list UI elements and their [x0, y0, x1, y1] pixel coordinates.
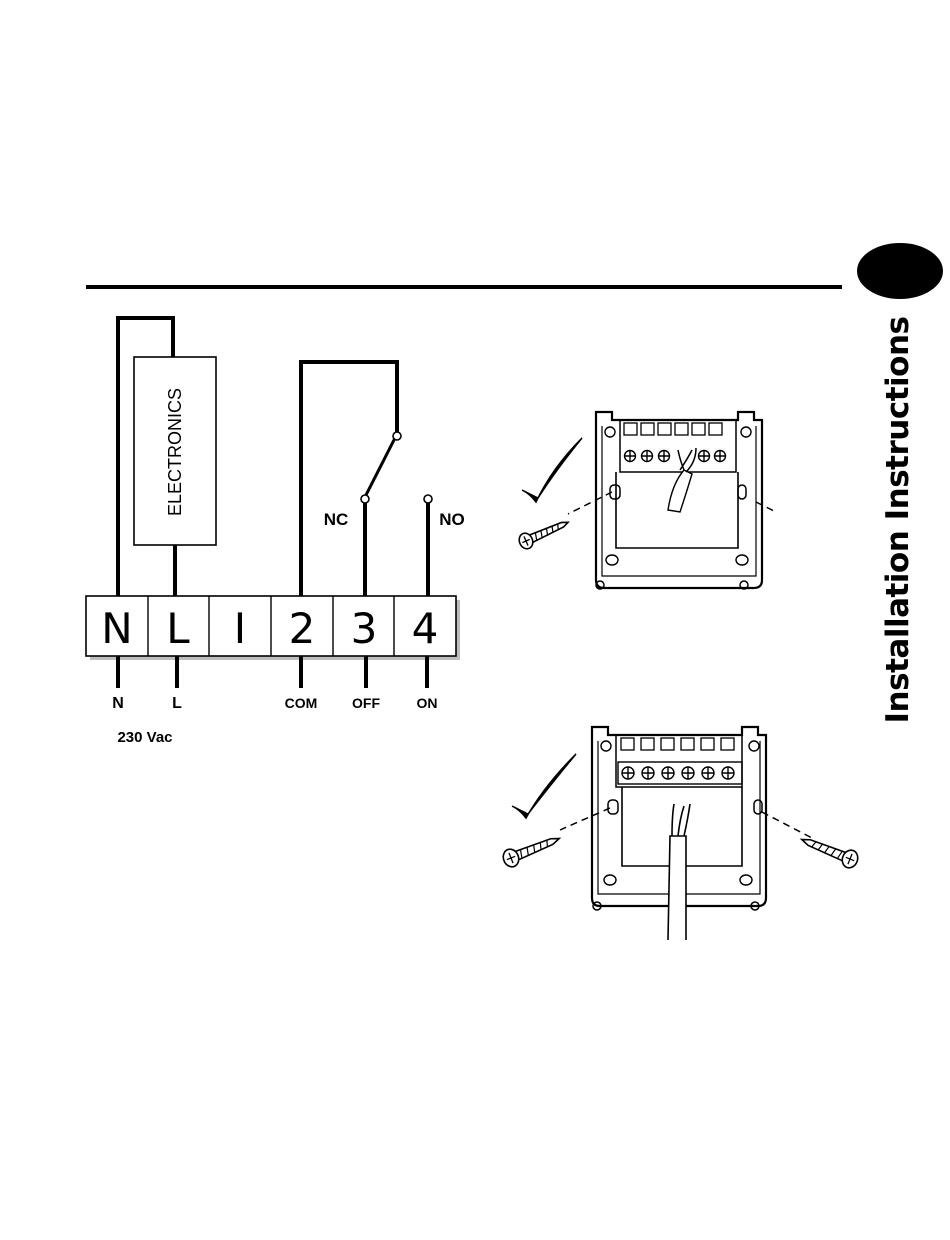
lead-label-l: L [172, 695, 182, 712]
terminal-n: N [101, 604, 132, 653]
nc-label: NC [324, 510, 349, 529]
electronics-label: ELECTRONICS [165, 388, 185, 516]
no-label: NO [439, 510, 465, 529]
checkmark-icon [512, 754, 576, 818]
screw-path-right [762, 812, 812, 838]
lead-label-off: OFF [352, 695, 380, 711]
terminal-l: L [166, 604, 190, 653]
terminal-i: I [234, 604, 246, 653]
no-contact [424, 495, 432, 503]
cable [668, 836, 686, 940]
lead-label-com: COM [285, 695, 318, 711]
checkmark-icon [522, 438, 582, 502]
wiring-diagram: ELECTRONICS NC NO N [86, 318, 465, 746]
lead-label-on: ON [417, 695, 438, 711]
terminal-3: 3 [351, 604, 378, 653]
lead-label-n: N [112, 695, 124, 712]
wire-com-loop [301, 362, 397, 596]
switch-pivot-contact [393, 432, 401, 440]
screw-icon [501, 830, 563, 869]
mounting-illustration-top [568, 412, 776, 589]
screw-icon [517, 515, 571, 551]
terminal-2: 2 [289, 604, 316, 653]
terminal-4: 4 [412, 604, 439, 653]
supply-voltage-label: 230 Vac [117, 729, 172, 746]
switch-blade [365, 436, 396, 497]
nc-contact [361, 495, 369, 503]
mounting-illustration-bottom [560, 727, 812, 940]
screw-icon [798, 831, 860, 870]
terminal-block: N L I 2 3 4 [86, 596, 460, 660]
